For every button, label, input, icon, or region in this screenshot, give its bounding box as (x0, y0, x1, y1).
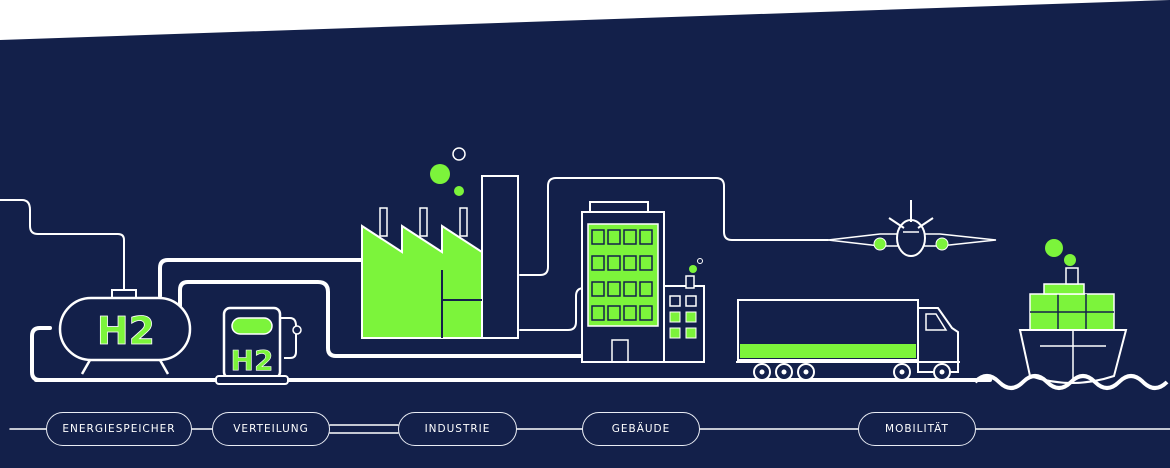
pipe-to-building (178, 280, 584, 358)
stage-gebaeude[interactable]: GEBÄUDE (582, 412, 700, 446)
small-house-icon (663, 258, 705, 363)
pump-h2-label: H2 (231, 344, 274, 377)
stage-energiespeicher[interactable]: ENERGIESPEICHER (46, 412, 192, 446)
pipe-to-factory-upper (158, 258, 364, 298)
airplane-icon (827, 200, 997, 257)
office-building-icon (581, 201, 665, 363)
stage-industrie[interactable]: INDUSTRIE (398, 412, 517, 446)
tank-h2-label: H2 (97, 309, 155, 353)
factory-icon (361, 147, 519, 339)
wave-icon (973, 374, 1169, 390)
stage-verteilung[interactable]: VERTEILUNG (212, 412, 330, 446)
truck-icon (736, 299, 960, 381)
tank-return-pipe (30, 326, 52, 382)
hydrogen-fuel-pump-icon: H2 (215, 306, 302, 385)
input-wire (0, 199, 125, 291)
stage-mobilitaet[interactable]: MOBILITÄT (858, 412, 976, 446)
ship-icon (1018, 239, 1128, 384)
timeline-line-2 (329, 424, 399, 434)
wire-factory-building (519, 287, 585, 331)
hydrogen-storage-tank-icon: H2 (58, 289, 192, 375)
wire-to-airplane (519, 177, 829, 276)
